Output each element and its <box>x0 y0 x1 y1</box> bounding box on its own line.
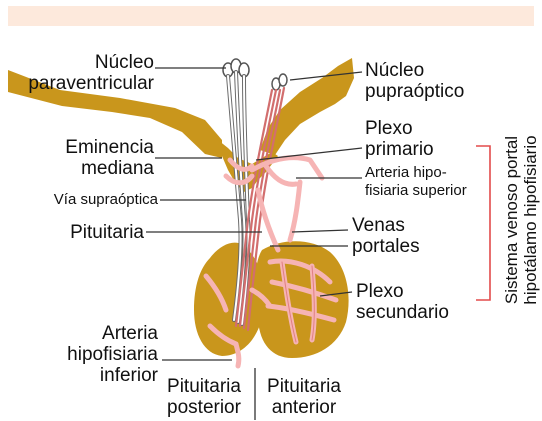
label-nucleo-paraventricular: Núcleo paraventricular <box>14 52 154 94</box>
label-sistema-venoso-portal: Sistema venoso portal hipotálamo hipofis… <box>502 105 540 335</box>
label-arteria-hipofisiaria-inferior: Arteria hipofisiaria inferior <box>18 323 158 386</box>
label-pituitaria-anterior: Pituitaria anterior <box>258 376 350 418</box>
label-arteria-hipofisiaria-superior: Arteria hipo- fisiaria superior <box>365 164 493 200</box>
label-pituitaria-posterior: Pituitaria posterior <box>156 376 252 418</box>
label-venas-portales: Venas portales <box>352 215 452 257</box>
label-nucleo-supraoptico: Núcleo pupraóptico <box>365 60 495 102</box>
label-pituitaria: Pituitaria <box>44 222 144 243</box>
label-plexo-secundario: Plexo secundario <box>356 281 474 323</box>
label-plexo-primario: Plexo primario <box>365 118 475 160</box>
label-eminencia-mediana: Eminencia mediana <box>44 137 154 179</box>
label-via-supraoptica: Vía supraóptica <box>14 191 158 209</box>
